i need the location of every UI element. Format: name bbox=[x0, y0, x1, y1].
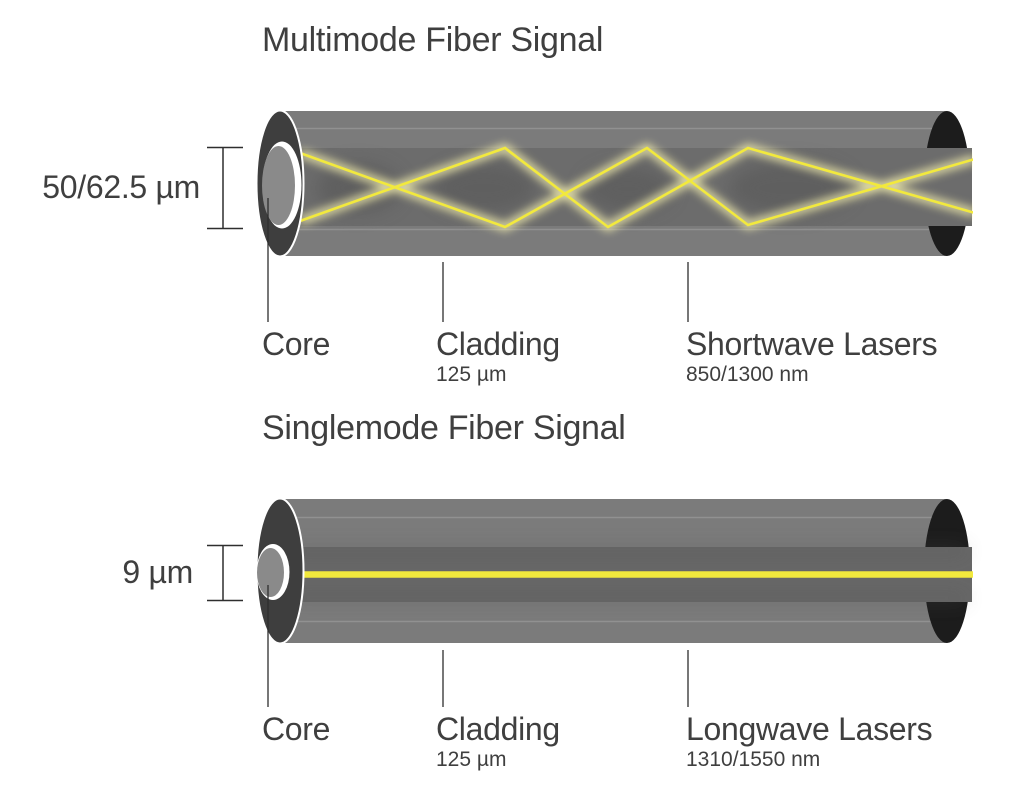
multimode-fiber-graphic bbox=[207, 109, 973, 322]
singlemode-cladding-size: 125 µm bbox=[436, 748, 507, 771]
singlemode-measurement-bracket bbox=[207, 544, 243, 602]
multimode-leader-lines bbox=[267, 198, 689, 322]
core-face bbox=[262, 146, 295, 225]
singlemode-core-diameter: 9 µm bbox=[122, 554, 193, 590]
multimode-measurement-bracket bbox=[207, 146, 243, 230]
singlemode-core-label: Core bbox=[262, 711, 331, 747]
light-ray bbox=[299, 146, 973, 229]
core-band-shadows bbox=[290, 548, 965, 601]
multimode-cladding-size: 125 µm bbox=[436, 363, 507, 386]
multimode-core-label: Core bbox=[262, 326, 331, 362]
multimode-laser-wavelength: 850/1300 nm bbox=[686, 363, 809, 386]
singlemode-front-end-cap bbox=[255, 497, 305, 645]
multimode-laser-label: Shortwave Lasers bbox=[686, 326, 938, 362]
light-ray bbox=[299, 146, 973, 229]
singlemode-leader-lines bbox=[267, 585, 689, 707]
core-face bbox=[257, 548, 284, 597]
singlemode-cladding-label: Cladding bbox=[436, 711, 560, 747]
singlemode-fiber-graphic bbox=[207, 497, 973, 707]
multimode-core-diameter: 50/62.5 µm bbox=[42, 169, 200, 205]
core-shadow bbox=[316, 163, 400, 213]
core-shadow bbox=[432, 163, 536, 213]
multimode-title: Multimode Fiber Signal bbox=[262, 21, 604, 59]
multimode-front-end-cap bbox=[255, 109, 305, 258]
multimode-cladding-label: Cladding bbox=[436, 326, 560, 362]
singlemode-title: Singlemode Fiber Signal bbox=[262, 409, 626, 447]
multimode-light-rays bbox=[298, 143, 973, 232]
singlemode-laser-label: Longwave Lasers bbox=[686, 711, 933, 747]
singlemode-laser-wavelength: 1310/1550 nm bbox=[686, 748, 821, 771]
